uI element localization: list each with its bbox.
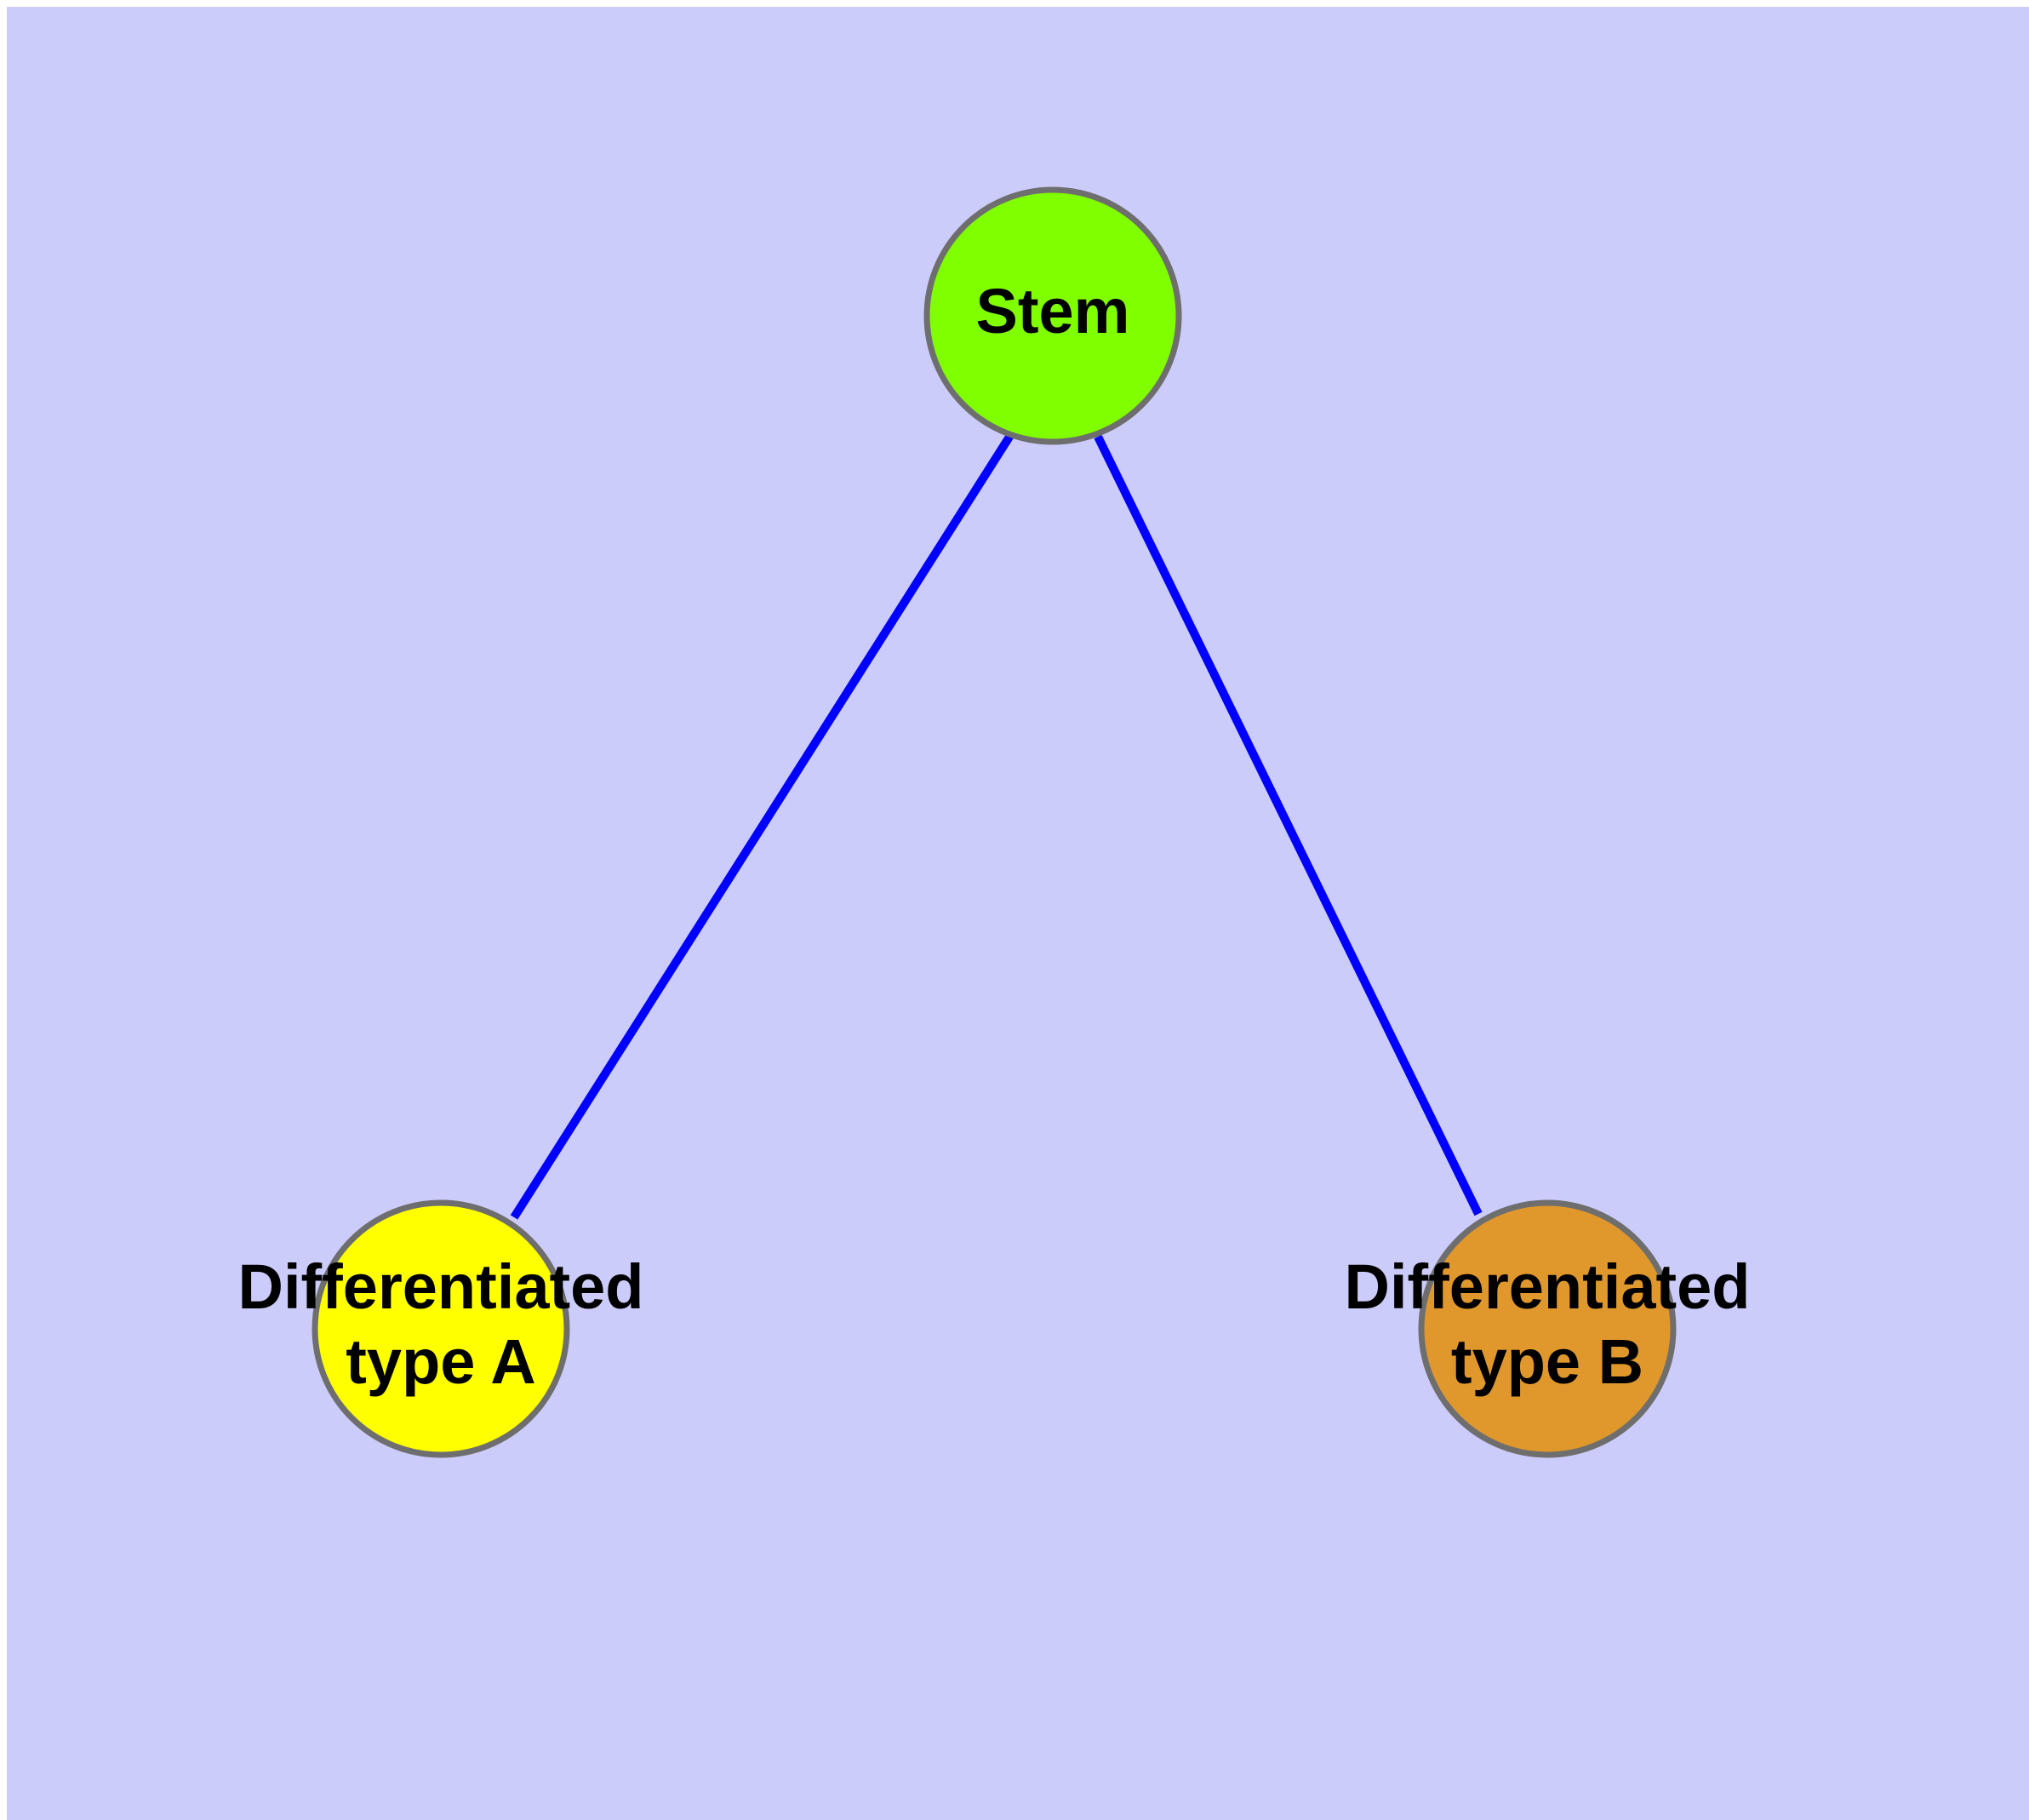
graph-node-label-stem: Stem [976, 276, 1130, 346]
nodes-layer [311, 186, 1677, 1458]
graph-edge-stem-diff_a[interactable] [510, 432, 1015, 1220]
graph-node-label-line: type A [346, 1326, 535, 1397]
graph-node-label-line: type B [1451, 1326, 1643, 1397]
graph-node-label-line: Differentiated [238, 1251, 644, 1322]
graph-edge-stem-diff_b[interactable] [1094, 434, 1483, 1216]
graph-node-diff_b[interactable] [1418, 1199, 1677, 1458]
edges-layer [510, 432, 1483, 1220]
graph-node-diff_a[interactable] [311, 1199, 570, 1458]
graph-node-label-line: Stem [976, 276, 1130, 346]
graph-node-label-line: Differentiated [1345, 1251, 1751, 1322]
graph-node-stem[interactable] [923, 186, 1182, 445]
